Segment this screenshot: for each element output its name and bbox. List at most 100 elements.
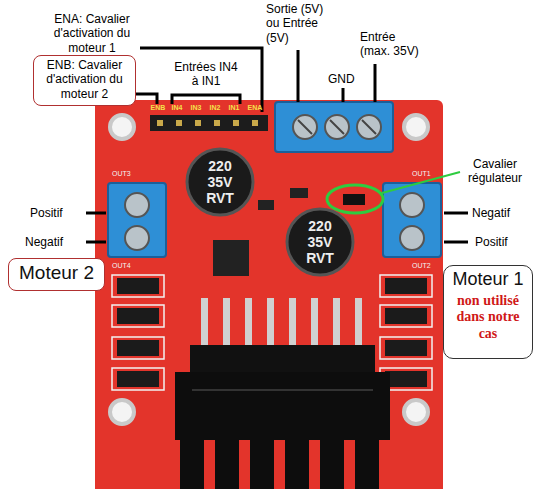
pin-name: IN3 xyxy=(186,104,206,112)
diode xyxy=(117,308,159,324)
box-heading: ENB: Cavalier d'activation du moteur 2 xyxy=(37,58,132,101)
capacitor-marking: 35V xyxy=(195,174,245,191)
heat-sink-fin xyxy=(250,440,274,489)
leader-line xyxy=(444,212,468,215)
heat-sink-fin xyxy=(285,440,309,489)
chip-pin xyxy=(201,298,208,348)
heat-sink-fin xyxy=(320,440,344,489)
capacitor-marking: RVT xyxy=(295,250,345,267)
diode xyxy=(385,308,427,324)
silkscreen-label: OUT1 xyxy=(412,170,442,178)
leader-line xyxy=(297,50,300,102)
diode xyxy=(385,340,427,356)
leader-line xyxy=(374,64,377,102)
motor-label-box: Moteur 1non utilisé dans notre cas xyxy=(443,265,533,359)
chip-pin xyxy=(355,298,362,348)
diode xyxy=(385,278,427,294)
silkscreen-outline xyxy=(380,305,432,327)
header-pin xyxy=(176,120,182,126)
polarity-label: Positif xyxy=(475,235,535,249)
callout-label: Entrée (max. 35V) xyxy=(360,30,426,59)
chip-pin xyxy=(245,298,252,348)
pin-name: IN1 xyxy=(224,104,244,112)
mounting-hole xyxy=(110,115,134,139)
callout-label: Cavalier régulateur xyxy=(452,157,538,186)
pin-name: ENB xyxy=(148,104,168,112)
leader-line xyxy=(342,88,345,102)
chip-pin xyxy=(223,298,230,348)
screw-slot xyxy=(362,120,376,134)
leader-line xyxy=(444,241,468,244)
regulator-jumper xyxy=(343,194,365,205)
terminal-screw xyxy=(400,193,424,217)
heat-sink-ridge xyxy=(192,389,373,391)
heat-sink-fin xyxy=(180,440,204,489)
silkscreen-outline xyxy=(112,368,164,390)
terminal-screw xyxy=(293,115,317,139)
terminal-screw xyxy=(400,226,424,250)
smd-component xyxy=(258,200,274,210)
silkscreen-label: OUT4 xyxy=(112,262,142,270)
diode xyxy=(385,371,427,387)
mounting-hole xyxy=(110,400,134,424)
leader-line xyxy=(86,212,106,215)
callout-label: GND xyxy=(328,72,362,86)
header-pin xyxy=(195,120,201,126)
chip-pin xyxy=(289,298,296,348)
capacitor xyxy=(287,209,353,275)
chip-pin xyxy=(333,298,340,348)
terminal-screw xyxy=(125,226,149,250)
leader-line xyxy=(86,241,106,244)
callout-box: ENB: Cavalier d'activation du moteur 2 xyxy=(33,55,136,106)
silkscreen-label: OUT3 xyxy=(112,170,142,178)
diode xyxy=(117,278,159,294)
header-pin xyxy=(214,120,220,126)
pcb-board xyxy=(95,100,443,489)
heat-sink-fin xyxy=(215,440,239,489)
pin-name: IN2 xyxy=(205,104,225,112)
callout-label: Sortie (5V) ou Entrée (5V) xyxy=(266,2,338,45)
l298n-chip xyxy=(190,345,375,375)
chip-pin xyxy=(311,298,318,348)
pin-name: IN4 xyxy=(167,104,187,112)
box-note: non utilisé dans notre cas xyxy=(448,293,528,343)
screw-slot xyxy=(330,120,344,134)
heat-sink xyxy=(175,372,390,440)
chip-pin xyxy=(267,298,274,348)
terminal-screw xyxy=(125,193,149,217)
power-terminal xyxy=(275,102,393,152)
capacitor-marking: 220 xyxy=(295,218,345,235)
capacitor xyxy=(187,149,253,215)
motor-terminal xyxy=(108,183,166,257)
heat-sink-fin xyxy=(355,440,379,489)
silkscreen-outline xyxy=(112,305,164,327)
mounting-hole xyxy=(404,115,428,139)
polarity-label: Positif xyxy=(30,206,84,220)
header-pin xyxy=(157,120,163,126)
leader-line xyxy=(135,94,157,104)
polarity-label: Negatif xyxy=(25,235,83,249)
callout-label: Entrées IN4 à IN1 xyxy=(174,60,238,89)
silkscreen-outline xyxy=(380,337,432,359)
silkscreen-outline xyxy=(380,275,432,297)
capacitor-marking: 35V xyxy=(295,234,345,251)
capacitor-marking: 220 xyxy=(195,158,245,175)
diode xyxy=(117,371,159,387)
screw-slot xyxy=(298,120,312,134)
header-pin xyxy=(233,120,239,126)
terminal-screw xyxy=(325,115,349,139)
polarity-label: Negatif xyxy=(472,206,534,220)
pin-header xyxy=(150,115,268,131)
capacitor-marking: RVT xyxy=(195,190,245,207)
silkscreen-label: OUT2 xyxy=(412,262,442,270)
voltage-regulator xyxy=(213,240,249,276)
bracket xyxy=(172,95,240,104)
silkscreen-outline xyxy=(112,337,164,359)
silkscreen-outline xyxy=(112,275,164,297)
mounting-hole xyxy=(404,400,428,424)
motor-label-box: Moteur 2 xyxy=(8,258,105,291)
smd-component xyxy=(290,188,308,198)
diode xyxy=(117,340,159,356)
